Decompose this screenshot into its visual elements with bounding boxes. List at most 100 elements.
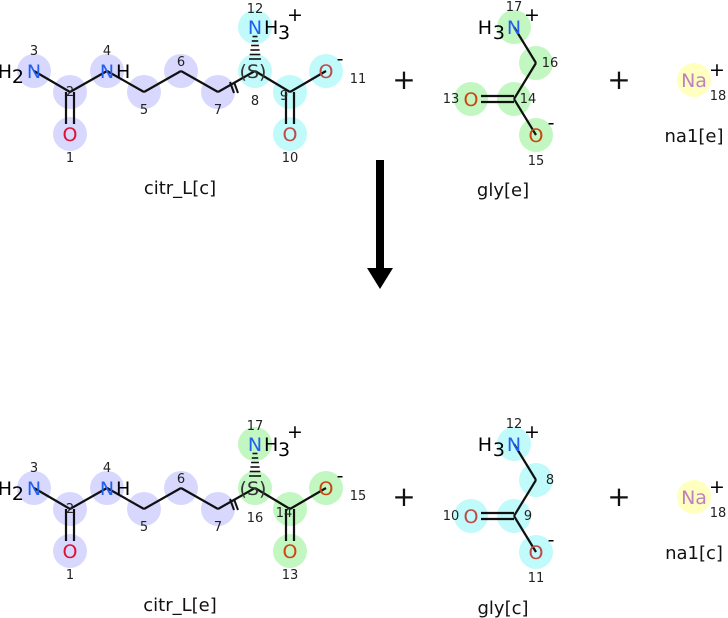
atom-index: 6	[177, 472, 185, 487]
plus-sign: +	[392, 480, 415, 513]
hydrogen-label: H	[116, 478, 130, 500]
charge-label: +	[709, 59, 725, 81]
single-bond	[289, 70, 327, 93]
charge-label: -	[548, 112, 555, 134]
atom-symbol: N	[248, 17, 262, 39]
atom-symbol: N	[507, 17, 521, 39]
hydrogen-count: 3	[278, 22, 290, 44]
atom-index: 7	[214, 103, 222, 118]
single-bond	[217, 70, 256, 93]
atom-index: 16	[542, 56, 559, 71]
atom-symbol: O	[529, 125, 544, 147]
single-bond	[254, 487, 291, 510]
plus-sign: +	[607, 480, 630, 513]
single-bond	[180, 487, 219, 510]
molecule-name: na1[e]	[664, 126, 723, 147]
single-bond	[143, 70, 182, 93]
atom-symbol: N	[100, 61, 114, 83]
single-bond	[69, 70, 108, 93]
single-bond	[513, 26, 537, 64]
atom-symbol: Na	[681, 70, 707, 92]
reaction-arrow	[367, 160, 393, 289]
single-bond	[254, 70, 291, 93]
single-bond	[106, 487, 145, 510]
atom-symbol: O	[283, 541, 298, 563]
molecule-name: citr_L[c]	[144, 178, 216, 199]
stereo-label: (S)	[240, 61, 267, 83]
atom-symbol: N	[507, 434, 521, 456]
single-bond	[513, 62, 537, 100]
atom-index: 5	[140, 103, 148, 118]
atom-symbol: O	[283, 124, 298, 146]
single-bond	[33, 70, 71, 93]
atom-index: 7	[214, 520, 222, 535]
atom-index: 16	[247, 511, 264, 526]
charge-label: +	[287, 4, 303, 26]
single-bond	[513, 98, 537, 136]
atom-highlight	[454, 499, 488, 533]
atom-index: 17	[506, 0, 523, 15]
atom-index: 18	[710, 89, 727, 104]
atom-index: 10	[282, 151, 299, 166]
bond-mark	[233, 498, 239, 511]
atom-symbol: N	[100, 478, 114, 500]
atom-index: 1	[66, 151, 74, 166]
atom-index: 17	[247, 419, 264, 434]
atom-index: 9	[524, 509, 532, 524]
bond-mark	[229, 498, 235, 511]
arrow-shaft	[376, 160, 384, 272]
atom-highlight	[238, 10, 272, 44]
atom-index: 15	[350, 489, 367, 504]
atom-index: 1	[66, 568, 74, 583]
atom-index: 11	[350, 72, 367, 87]
atom-highlight	[273, 534, 307, 568]
atom-index: 11	[528, 571, 545, 586]
molecule-name: gly[e]	[477, 180, 529, 201]
atom-symbol: O	[529, 542, 544, 564]
atom-index: 13	[282, 568, 299, 583]
atom-index: 12	[247, 2, 264, 17]
atom-index: 14	[520, 92, 537, 107]
single-bond	[289, 487, 327, 510]
atom-index: 4	[103, 44, 111, 59]
atom-index: 15	[528, 154, 545, 169]
charge-label: -	[337, 465, 344, 487]
atom-index: 6	[177, 55, 185, 70]
single-bond	[513, 479, 537, 517]
atom-symbol: N	[27, 478, 41, 500]
molecule-name: gly[c]	[477, 598, 528, 618]
atom-highlight	[677, 63, 711, 97]
atom-index: 2	[66, 502, 74, 517]
atom-index: 2	[66, 85, 74, 100]
atom-index: 18	[710, 506, 727, 521]
atom-index: 4	[103, 461, 111, 476]
atom-symbol: O	[464, 506, 479, 528]
single-bond	[69, 487, 108, 510]
atom-index: 3	[30, 461, 38, 476]
molecule-name: citr_L[e]	[143, 595, 217, 616]
atom-index: 12	[506, 417, 523, 432]
single-bond	[33, 487, 71, 510]
atom-highlight	[53, 534, 87, 568]
hydrogen-count: 3	[493, 22, 505, 44]
charge-label: +	[524, 421, 540, 443]
arrow-head	[367, 268, 393, 289]
atom-symbol: O	[63, 124, 78, 146]
stereo-label: (S)	[240, 478, 267, 500]
bond-layer	[33, 26, 537, 553]
atom-symbol: N	[248, 434, 262, 456]
atom-highlight	[454, 82, 488, 116]
bond-mark	[233, 81, 239, 94]
charge-label: +	[709, 476, 725, 498]
single-bond	[217, 487, 256, 510]
atom-symbol: O	[63, 541, 78, 563]
single-bond	[106, 70, 145, 93]
atom-index: 3	[30, 44, 38, 59]
atom-symbol: N	[27, 61, 41, 83]
plus-sign: +	[392, 63, 415, 96]
atom-index: 5	[140, 520, 148, 535]
atom-index: 13	[443, 92, 460, 107]
